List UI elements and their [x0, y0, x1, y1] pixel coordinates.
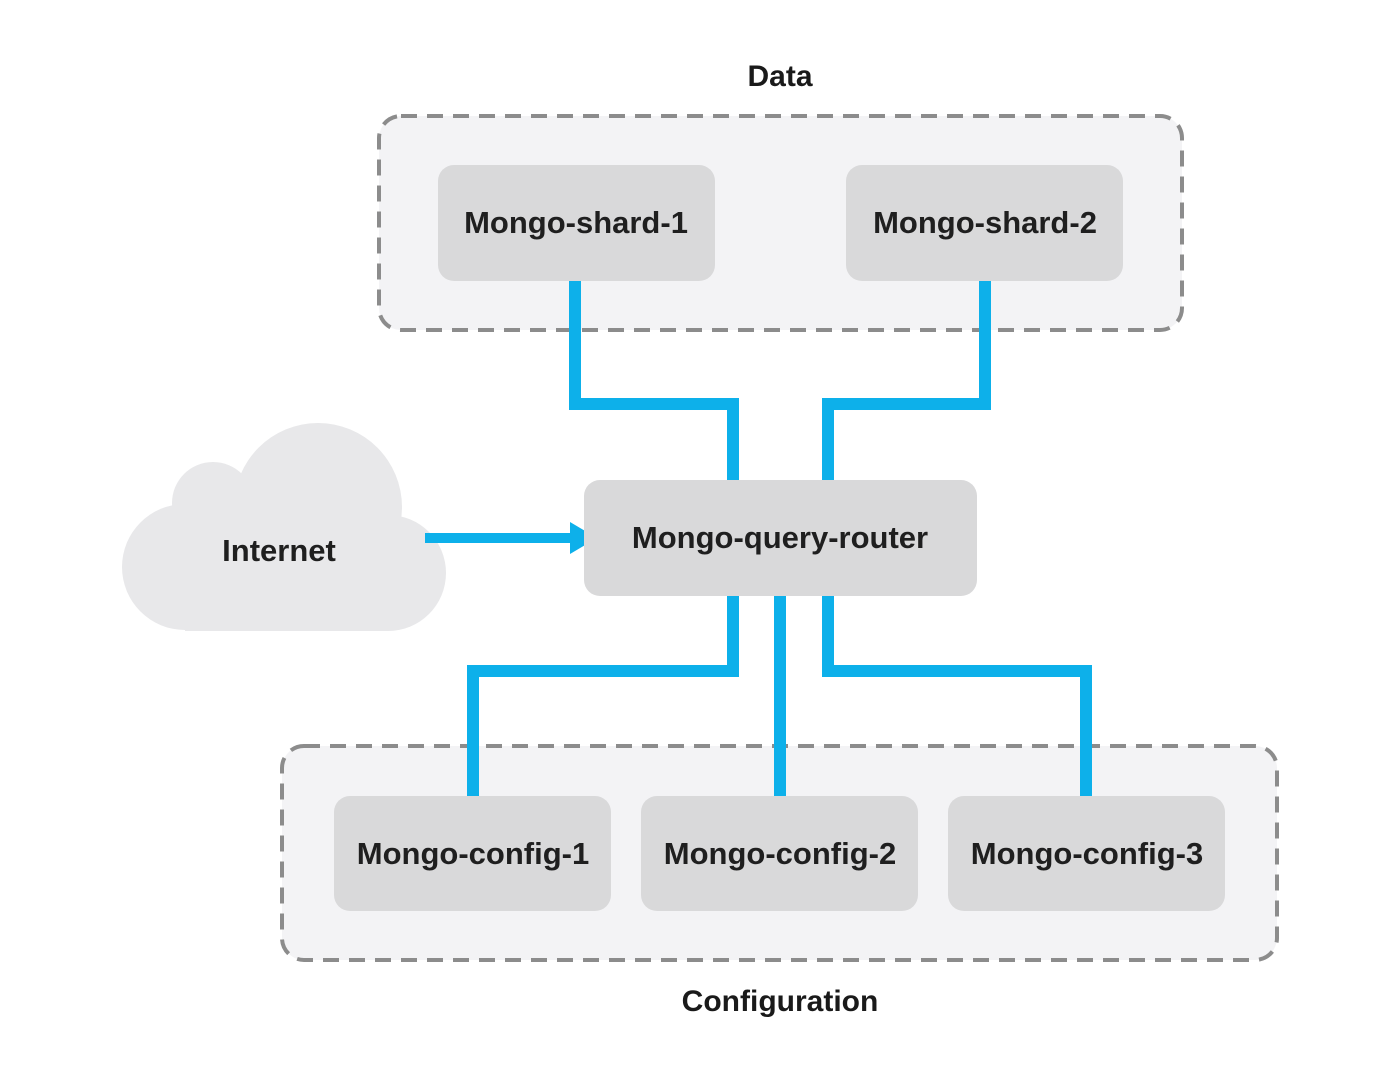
edge-router-to-config-3: [822, 596, 1092, 796]
edge-router-to-config-1: [467, 596, 739, 796]
arrowhead-icon: [570, 522, 597, 554]
node-mongo-shard-1-label: Mongo-shard-1: [464, 205, 688, 240]
node-mongo-config-2-label: Mongo-config-2: [664, 836, 896, 871]
node-mongo-shard-1[interactable]: Mongo-shard-1: [438, 165, 715, 281]
connectors: [467, 281, 1092, 796]
node-mongo-query-router-label: Mongo-query-router: [632, 520, 928, 555]
node-mongo-config-3-label: Mongo-config-3: [971, 836, 1203, 871]
cloud-icon: [122, 423, 446, 631]
node-mongo-config-2[interactable]: Mongo-config-2: [641, 796, 918, 911]
internet-label: Internet: [222, 533, 336, 568]
node-mongo-shard-2[interactable]: Mongo-shard-2: [846, 165, 1123, 281]
node-mongo-config-1-label: Mongo-config-1: [357, 836, 589, 871]
node-mongo-config-1[interactable]: Mongo-config-1: [334, 796, 611, 911]
node-mongo-query-router[interactable]: Mongo-query-router: [584, 480, 977, 596]
edge-shard-1-to-router: [569, 281, 739, 480]
data-group-label: Data: [747, 60, 812, 93]
edge-shard-2-to-router: [822, 281, 991, 480]
node-mongo-config-3[interactable]: Mongo-config-3: [948, 796, 1225, 911]
node-mongo-shard-2-label: Mongo-shard-2: [873, 205, 1097, 240]
configuration-group-label: Configuration: [682, 985, 879, 1018]
